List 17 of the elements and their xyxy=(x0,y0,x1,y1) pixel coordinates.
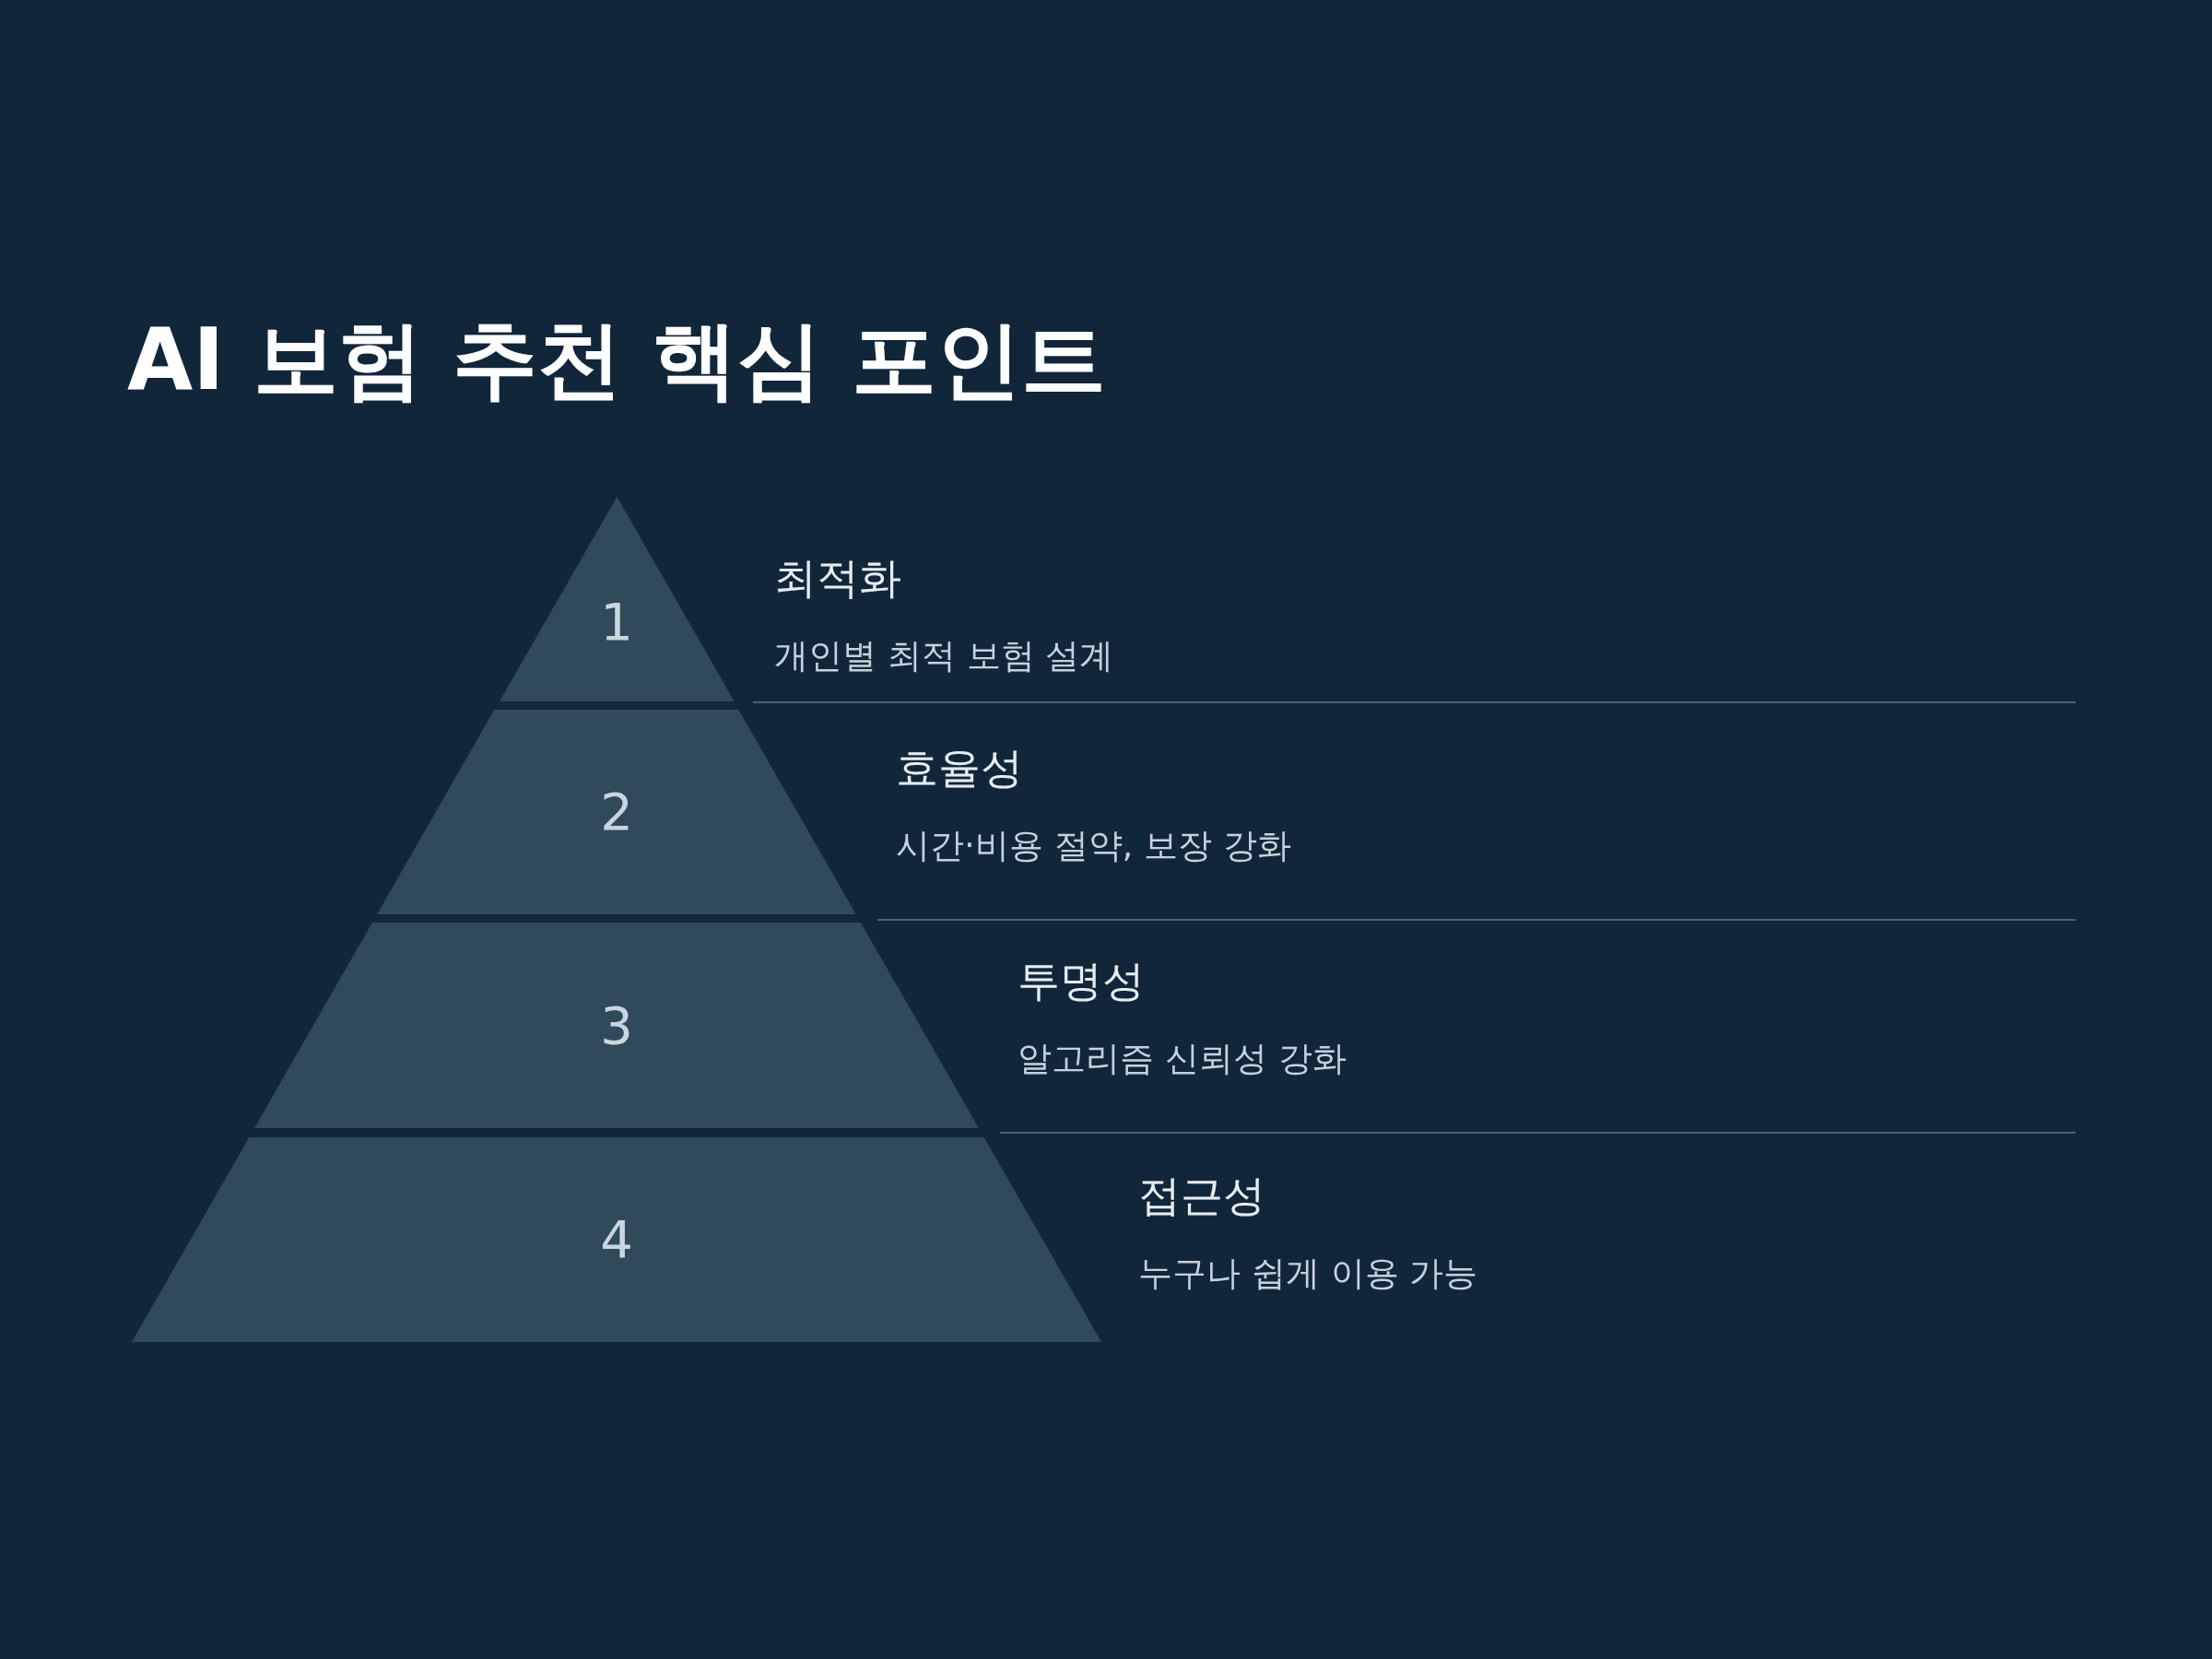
pyramid-tier xyxy=(499,497,735,701)
tier-description: 누구나 쉽게 이용 가능 xyxy=(1138,1253,1478,1295)
tier-description: 시간·비용 절약, 보장 강화 xyxy=(896,826,1291,867)
tier-number: 1 xyxy=(600,592,633,652)
pyramid-tier xyxy=(132,1137,1101,1342)
tier-heading: 효율성 xyxy=(896,743,1023,794)
tier-number: 2 xyxy=(600,782,633,841)
tier-description: 개인별 최적 보험 설계 xyxy=(774,636,1114,677)
tier-heading: 투명성 xyxy=(1018,956,1145,1007)
tier-number: 4 xyxy=(600,1209,633,1269)
title: AI 보험 추천 핵심 포인트 xyxy=(127,318,1106,403)
tier-heading: 최적화 xyxy=(774,553,901,605)
tier-description: 알고리즘 신뢰성 강화 xyxy=(1018,1039,1347,1080)
tier-number: 3 xyxy=(600,994,633,1055)
pyramid-tier xyxy=(377,710,856,914)
pyramid-tier xyxy=(254,923,979,1128)
tier-heading: 접근성 xyxy=(1138,1171,1265,1222)
